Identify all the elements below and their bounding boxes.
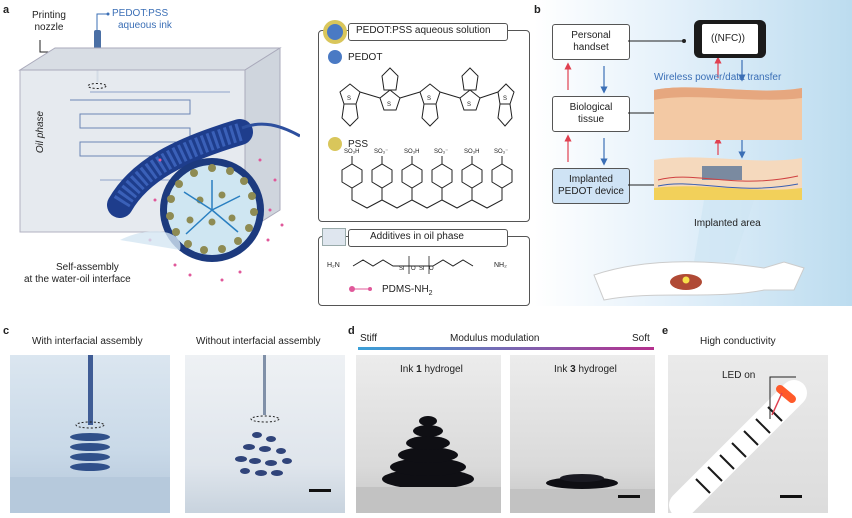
without-assembly-title: Without interfacial assembly bbox=[196, 336, 321, 347]
svg-text:S: S bbox=[387, 102, 391, 108]
personal-handset-box: Personal handset bbox=[552, 24, 630, 60]
so3-label-5: SO₃H bbox=[464, 149, 480, 155]
printed-drops-without bbox=[235, 355, 331, 492]
led-on-label: LED on bbox=[722, 370, 756, 381]
pss-label: PSS bbox=[348, 139, 369, 150]
ink3-post: hydrogel bbox=[575, 364, 617, 375]
wireless-label: Wireless power/data transfer bbox=[654, 72, 782, 83]
pedot-molecule-icon bbox=[328, 50, 342, 64]
ink1-post: hydrogel bbox=[421, 364, 463, 375]
nh2-right: NH₂ bbox=[494, 262, 507, 269]
additives-title-box bbox=[348, 229, 508, 247]
so3-label-2: SO₃⁻ bbox=[374, 149, 389, 155]
stiff-label: Stiff bbox=[360, 333, 378, 344]
biological-tissue-box: Biological tissue bbox=[552, 96, 630, 132]
so3-label-6: SO₃⁻ bbox=[494, 149, 509, 155]
pedot-label: PEDOT bbox=[348, 52, 383, 63]
solution-title: PEDOT:PSS aqueous solution bbox=[356, 25, 491, 36]
svg-text:Si: Si bbox=[419, 266, 424, 272]
ink-label-line1: PEDOT:PSS bbox=[112, 8, 169, 19]
with-assembly-title: With interfacial assembly bbox=[32, 336, 143, 347]
svg-text:S: S bbox=[347, 96, 351, 102]
led-fiber bbox=[669, 376, 807, 513]
ink1-num: 1 bbox=[416, 364, 422, 375]
additives-title: Additives in oil phase bbox=[370, 231, 464, 242]
ink1-pre: Ink bbox=[400, 364, 417, 375]
ink3-spiral bbox=[510, 474, 655, 513]
ink3-pre: Ink bbox=[554, 364, 571, 375]
so3-label-1: SO₃H bbox=[344, 149, 360, 155]
panel-label-c: c bbox=[3, 325, 10, 337]
pedot-pss-title-box bbox=[348, 23, 508, 41]
self-assembly-line2: at the water-oil interface bbox=[24, 274, 131, 285]
ink1-spiral bbox=[356, 416, 501, 513]
pedot-structure: S S S S S bbox=[339, 67, 515, 127]
nfc-wave-left: (( bbox=[711, 33, 718, 44]
ink3-num: 3 bbox=[570, 364, 576, 375]
ink1-label: Ink 1 hydrogel bbox=[400, 364, 463, 376]
pdms-icon bbox=[349, 286, 372, 292]
panel-b-arrows bbox=[564, 20, 805, 301]
oil-phase-icon bbox=[322, 228, 346, 246]
nfc-label: ((NFC)) bbox=[711, 33, 745, 45]
printing-nozzle-label: Printing nozzle bbox=[32, 10, 66, 33]
svg-text:O: O bbox=[429, 266, 434, 272]
pedot-sphere-icon bbox=[323, 20, 347, 44]
photo-with-assembly bbox=[10, 355, 170, 513]
panel-label-b: b bbox=[534, 4, 541, 16]
so3-label-3: SO₃H bbox=[404, 149, 420, 155]
nfc-text: NFC bbox=[717, 33, 739, 44]
svg-text:S: S bbox=[467, 102, 471, 108]
panel-label-e: e bbox=[662, 325, 669, 337]
svg-text:S: S bbox=[503, 96, 507, 102]
ink3-label: Ink 3 hydrogel bbox=[554, 364, 617, 376]
photo-ink3-hydrogel bbox=[510, 355, 655, 513]
pss-structure bbox=[341, 156, 513, 209]
pdms-label-text: PDMS-NH bbox=[382, 284, 429, 295]
modulus-gradient-bar bbox=[358, 347, 654, 350]
oil-phase-fiber-illustration bbox=[18, 12, 300, 282]
implanted-device-box: Implanted PEDOT device bbox=[552, 168, 630, 204]
self-assembly-line1: Self-assembly bbox=[56, 262, 119, 273]
panel-label-a: a bbox=[3, 4, 10, 16]
photo-without-assembly bbox=[185, 355, 345, 513]
photo-ink1-hydrogel bbox=[356, 355, 501, 513]
pdms-label-sub: 2 bbox=[428, 290, 433, 297]
so3-label-4: SO₃⁻ bbox=[434, 149, 449, 155]
implanted-area-label: Implanted area bbox=[694, 218, 761, 229]
panel-label-d: d bbox=[348, 325, 355, 337]
ink-label-line2: aqueous ink bbox=[118, 20, 172, 31]
photo-led-fiber bbox=[668, 355, 828, 513]
pdms-label: PDMS-NH2 bbox=[382, 284, 433, 300]
soft-label: Soft bbox=[632, 333, 650, 344]
printed-coil-with bbox=[10, 355, 170, 513]
svg-text:Si: Si bbox=[399, 266, 404, 272]
pss-molecule-icon bbox=[328, 137, 342, 151]
svg-text:O: O bbox=[411, 266, 416, 272]
nh2-left: H₂N bbox=[327, 262, 340, 269]
nfc-wave-right: )) bbox=[738, 33, 745, 44]
svg-text:S: S bbox=[427, 96, 431, 102]
modulus-label: Modulus modulation bbox=[450, 333, 540, 344]
high-conductivity-title: High conductivity bbox=[700, 336, 776, 347]
oil-phase-label: Oil phase bbox=[35, 110, 47, 154]
